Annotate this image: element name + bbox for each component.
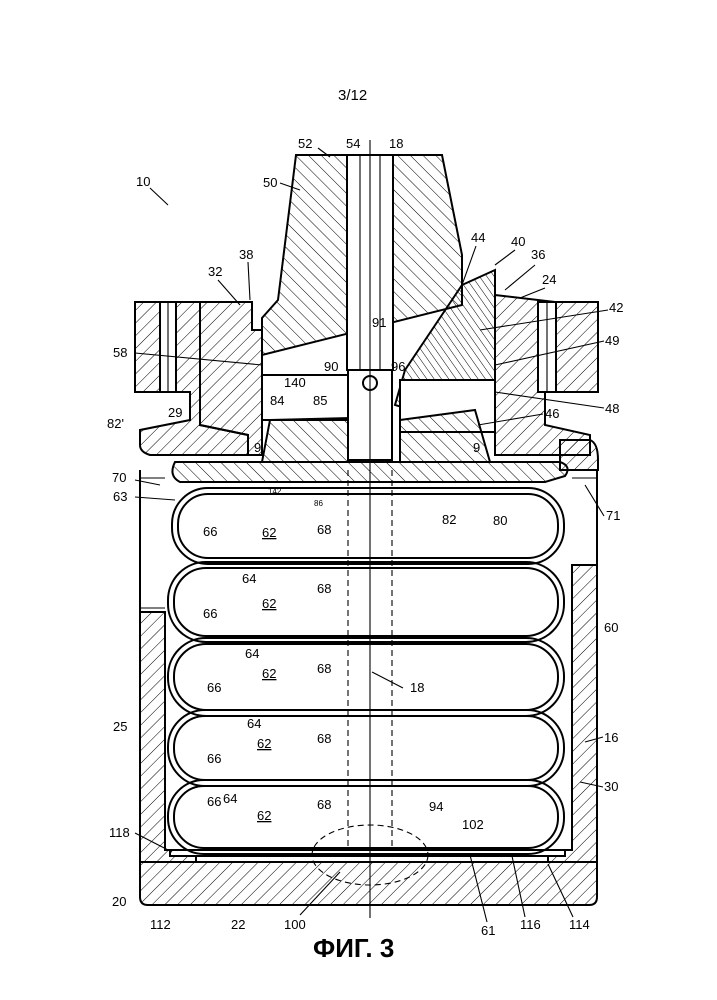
label-84: 84: [270, 393, 284, 408]
label-85: 85: [313, 393, 327, 408]
label-18-top: 18: [389, 136, 403, 151]
label-66-1: 66: [203, 524, 217, 539]
label-66-5: 66: [207, 794, 221, 809]
label-71: 71: [606, 508, 620, 523]
label-50: 50: [263, 175, 277, 190]
label-64-3: 64: [247, 716, 261, 731]
label-66-2: 66: [203, 606, 217, 621]
label-20: 20: [112, 894, 126, 909]
label-100: 100: [284, 917, 306, 932]
label-68-2: 68: [317, 581, 331, 596]
label-66-4: 66: [207, 751, 221, 766]
label-62-2: 62: [262, 596, 276, 611]
label-49: 49: [605, 333, 619, 348]
label-62-1: 62: [262, 525, 276, 540]
label-86: 86: [314, 499, 323, 508]
label-36: 36: [531, 247, 545, 262]
label-62-5: 62: [257, 808, 271, 823]
label-68-3: 68: [317, 661, 331, 676]
label-82: 82: [442, 512, 456, 527]
figure-caption: ФИГ. 3: [313, 933, 394, 963]
label-48: 48: [605, 401, 619, 416]
label-82-prime: 82': [107, 416, 124, 431]
label-61: 61: [481, 923, 495, 938]
label-96: 96: [391, 359, 405, 374]
label-62-4: 62: [257, 736, 271, 751]
label-32: 32: [208, 264, 222, 279]
label-66-3: 66: [207, 680, 221, 695]
label-68-4: 68: [317, 731, 331, 746]
label-80: 80: [493, 513, 507, 528]
label-18-mid: 18: [410, 680, 424, 695]
label-25: 25: [113, 719, 127, 734]
label-68-5: 68: [317, 797, 331, 812]
label-116: 116: [520, 917, 541, 932]
label-24: 24: [542, 272, 556, 287]
label-70: 70: [112, 470, 126, 485]
label-142: 142: [268, 487, 282, 496]
label-44: 44: [471, 230, 485, 245]
label-16: 16: [604, 730, 618, 745]
label-68-1: 68: [317, 522, 331, 537]
label-94: 94: [429, 799, 443, 814]
label-22: 22: [231, 917, 245, 932]
label-102: 102: [462, 817, 484, 832]
label-54: 54: [346, 136, 360, 151]
label-9-right: 9: [473, 440, 480, 455]
label-60: 60: [604, 620, 618, 635]
label-140: 140: [284, 375, 306, 390]
label-52: 52: [298, 136, 312, 151]
label-40: 40: [511, 234, 525, 249]
label-58: 58: [113, 345, 127, 360]
label-64-2: 64: [245, 646, 259, 661]
label-63: 63: [113, 489, 127, 504]
label-30: 30: [604, 779, 618, 794]
label-90: 90: [324, 359, 338, 374]
label-46: 46: [545, 406, 559, 421]
label-9-left: 9: [254, 440, 261, 455]
label-114: 114: [569, 917, 590, 932]
label-38: 38: [239, 247, 253, 262]
label-64-1: 64: [242, 571, 256, 586]
label-118: 118: [109, 825, 130, 840]
label-29: 29: [168, 405, 182, 420]
sheet-number: 3/12: [338, 87, 367, 104]
label-112: 112: [150, 917, 171, 932]
label-64-4: 64: [223, 791, 237, 806]
label-42: 42: [609, 300, 623, 315]
label-91: 91: [372, 315, 386, 330]
label-10: 10: [136, 174, 150, 189]
label-62-3: 62: [262, 666, 276, 681]
